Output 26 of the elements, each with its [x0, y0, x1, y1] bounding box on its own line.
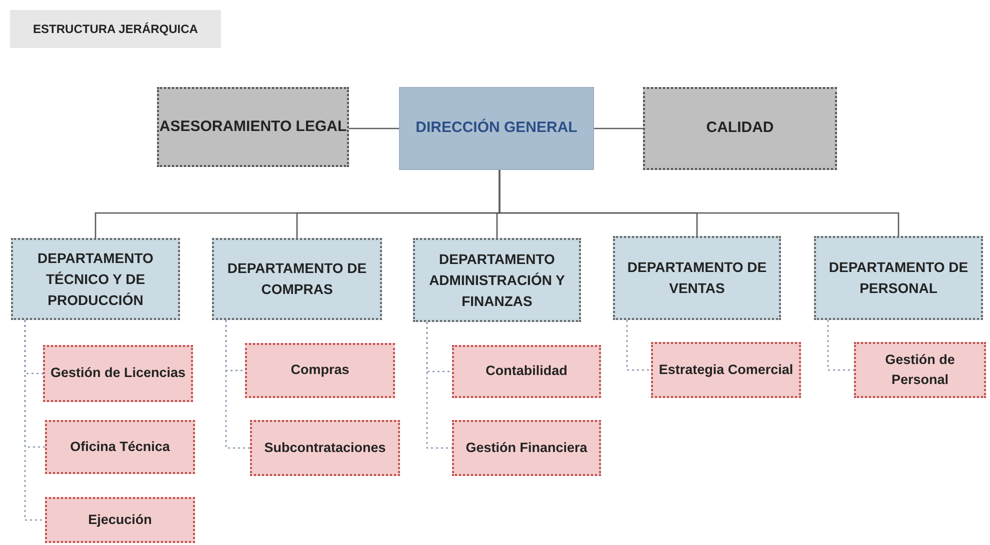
unit-box: Gestión de Personal — [854, 342, 986, 398]
unit-box: Subcontrataciones — [250, 420, 400, 476]
dotted-connector — [24, 320, 45, 521]
staff-box: CALIDAD — [643, 87, 837, 170]
unit-box: Estrategia Comercial — [651, 342, 801, 398]
dotted-connector — [426, 322, 452, 449]
director-box: DIRECCIÓN GENERAL — [399, 87, 594, 170]
department-box: DEPARTAMENTO TÉCNICO Y DE PRODUCCIÓN — [11, 238, 180, 320]
title-heading: ESTRUCTURA JERÁRQUICA — [10, 10, 221, 48]
department-box: DEPARTAMENTO DE PERSONAL — [814, 236, 983, 320]
dotted-connector — [827, 320, 854, 371]
dotted-connector — [225, 320, 250, 449]
unit-box: Compras — [245, 343, 395, 398]
unit-box: Oficina Técnica — [45, 420, 195, 474]
unit-box: Gestión de Licencias — [43, 345, 193, 402]
connector-line — [594, 128, 643, 130]
staff-box: ASESORAMIENTO LEGAL — [157, 87, 349, 167]
unit-box: Gestión Financiera — [452, 420, 601, 476]
department-box: DEPARTAMENTO ADMINISTRACIÓN Y FINANZAS — [413, 238, 581, 322]
connector-line — [498, 170, 900, 236]
unit-box: Contabilidad — [452, 345, 601, 398]
connector-line — [349, 128, 399, 130]
department-box: DEPARTAMENTO DE COMPRAS — [212, 238, 382, 320]
dotted-connector — [626, 320, 651, 371]
department-box: DEPARTAMENTO DE VENTAS — [613, 236, 781, 320]
unit-box: Ejecución — [45, 497, 195, 543]
